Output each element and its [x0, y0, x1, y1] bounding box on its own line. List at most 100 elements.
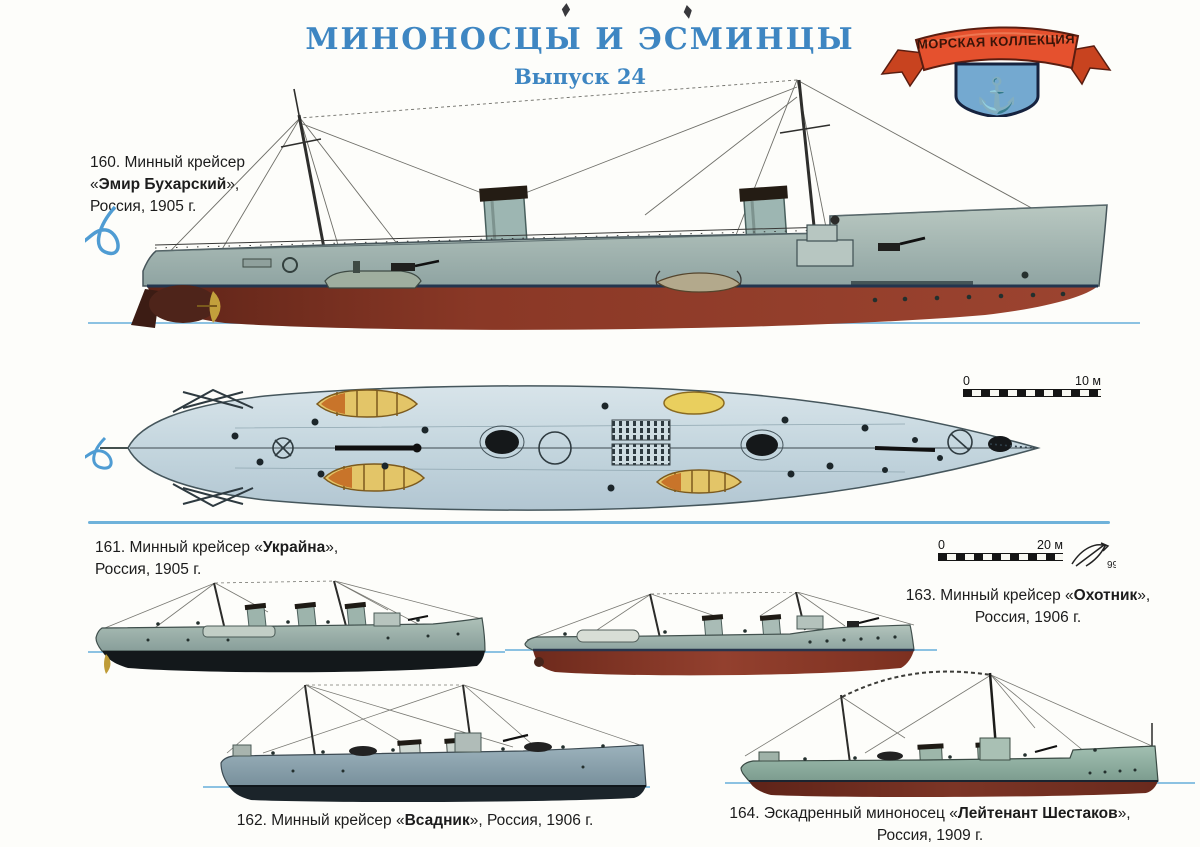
- bow-gun: [847, 621, 859, 627]
- ship-161-name: Украйна: [262, 539, 326, 556]
- caption-161-suffix: »,: [325, 539, 339, 556]
- bridge: [796, 615, 824, 630]
- scale-max-label: 20 м: [1037, 538, 1063, 552]
- portholes: [872, 291, 1066, 303]
- hull-underwater: [102, 651, 485, 673]
- propeller: [104, 654, 111, 674]
- hull-upper: [142, 204, 1108, 298]
- ship-162-side-view: [203, 683, 653, 805]
- capstans-and-wheels: [272, 429, 973, 465]
- hull-upper: [740, 745, 1159, 782]
- deck-structures: [242, 215, 1029, 293]
- page-title: МИНОНОСЦЫ И ЭСМИНЦЫ: [305, 22, 855, 57]
- funnels: [244, 601, 367, 630]
- artist-signature: 99: [1068, 540, 1116, 570]
- caption-164-line2: Россия, 1909 г.: [876, 827, 984, 844]
- ship-163-side-view: [505, 592, 940, 687]
- portholes: [563, 629, 897, 644]
- caption-163-line2: Россия, 1906 г.: [974, 609, 1082, 626]
- ship-164-name: Лейтенант Шестаков: [957, 805, 1118, 822]
- section-divider: [88, 521, 1110, 524]
- binding-mark-right: [682, 5, 692, 20]
- deck-details: [146, 618, 460, 642]
- signature-year: 99: [1107, 560, 1116, 570]
- funnel-openings: [479, 425, 784, 461]
- caption-ship-164: 164. Эскадренный миноносец «Лейтенант Ше…: [695, 803, 1165, 847]
- rigging: [226, 684, 644, 754]
- caption-164-suffix: »,: [1117, 805, 1131, 822]
- deckhouse: [202, 625, 276, 638]
- hull-underwater: [229, 786, 646, 803]
- caption-162-prefix: 162. Минный крейсер «: [236, 812, 405, 829]
- ship-164-side-view: [725, 668, 1195, 800]
- ship-162-name: Всадник: [404, 812, 470, 829]
- scale-bar-rule: [938, 553, 1063, 561]
- rigging: [744, 674, 1153, 757]
- hull-upper: [220, 744, 647, 787]
- bow-gun: [502, 733, 529, 743]
- deck-details: [803, 748, 1137, 775]
- deck-details: [271, 744, 605, 773]
- bow-gun: [407, 615, 429, 621]
- caption-ship-160: 160. Минный крейсер «Эмир Бухарский», Ро…: [90, 152, 350, 218]
- steam-launch: [324, 270, 422, 289]
- anchor-shield: [954, 62, 1040, 117]
- caption-161-line2: Россия, 1905 г.: [95, 561, 202, 578]
- caption-ship-163: 163. Минный крейсер «Охотник», Россия, 1…: [858, 585, 1198, 629]
- ship-160-name: Эмир Бухарский: [98, 176, 227, 193]
- stern-davit-frames: [172, 388, 254, 508]
- hull-underwater: [749, 781, 1158, 798]
- bridge: [454, 732, 482, 753]
- bridge: [796, 239, 854, 267]
- ship-163-name: Охотник: [1073, 587, 1138, 604]
- torpedo-tube: [524, 742, 552, 752]
- ship-160-side-view: [85, 75, 1145, 375]
- bow-gun: [878, 243, 900, 251]
- steam-launch: [576, 629, 640, 643]
- stern-deckhouse: [232, 744, 252, 757]
- deck-grating: [611, 443, 671, 466]
- series-masthead: ⚓ МОРСКАЯ КОЛЛЕКЦИЯ: [880, 12, 1112, 117]
- torpedo-tube: [877, 751, 903, 761]
- ribbon-banner: [880, 26, 1112, 88]
- ship-161-side-view: [88, 580, 503, 685]
- anchor-icon: ⚓: [976, 76, 1018, 115]
- scale-bar-10m: 0 10 м: [963, 374, 1101, 397]
- scale-zero-label: 0: [963, 374, 970, 388]
- propeller: [534, 657, 544, 667]
- bow-gun: [1034, 744, 1058, 754]
- caption-164-prefix: 164. Эскадренный миноносец «: [729, 805, 958, 822]
- caption-160-line1: 160. Минный крейсер: [90, 154, 245, 171]
- caption-163-suffix: »,: [1137, 587, 1151, 604]
- masthead-graphic: ⚓: [880, 26, 1112, 117]
- scale-max-label: 10 м: [1075, 374, 1101, 388]
- bridge: [373, 612, 401, 627]
- caption-160-quote-close: »,: [226, 176, 240, 193]
- hull-underwater: [533, 650, 914, 676]
- hull-upper: [95, 617, 486, 652]
- scale-zero-label: 0: [938, 538, 945, 552]
- signal-flag-line: [841, 670, 992, 698]
- caption-ship-161: 161. Минный крейсер «Украйна», Россия, 1…: [95, 537, 445, 581]
- deck-boats: [315, 389, 743, 494]
- stern-flag-curl: [85, 205, 120, 255]
- scale-bar-rule: [963, 389, 1101, 397]
- deck-fittings: [231, 402, 943, 492]
- torpedo-tube: [349, 746, 377, 756]
- caption-163-prefix: 163. Минный крейсер «: [905, 587, 1074, 604]
- engine-skylight: [663, 391, 725, 415]
- scale-bar-20m: 0 20 м: [938, 538, 1063, 561]
- ship-160-deck-plan: [85, 378, 1045, 523]
- caption-161-prefix: 161. Минный крейсер «: [95, 539, 263, 556]
- hull-underwater: [131, 284, 1098, 330]
- caption-160-quote-open: «: [90, 176, 99, 193]
- stern-gun: [391, 263, 415, 271]
- issue-subtitle: Выпуск 24: [513, 64, 647, 89]
- signature-monogram: [1071, 542, 1110, 567]
- stern-deckhouse: [758, 751, 780, 762]
- caption-160-line2: Россия, 1905 г.: [90, 198, 197, 215]
- bridge: [979, 737, 1011, 761]
- plan-flag-curl: [85, 436, 113, 470]
- binding-mark-left: [560, 2, 571, 17]
